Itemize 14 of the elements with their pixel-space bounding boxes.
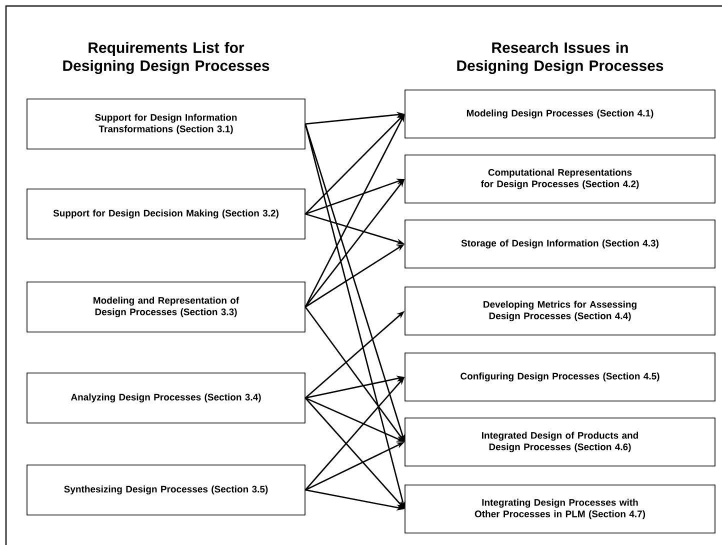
process-box: Computational Representations for Design Processes (Section 4.2) (404, 154, 716, 204)
process-box: Support for Design Decision Making (Section 3.2) (26, 188, 306, 240)
column-heading: Requirements List for Designing Design Processes (63, 42, 270, 74)
process-box: Modeling and Representation of Design Processes (Section 3.3) (26, 282, 306, 332)
process-box: Integrated Design of Products and Design Processes (Section 4.6) (404, 418, 716, 466)
process-box: Integrating Design Processes with Other Processes in PLM (Section 4.7) (404, 484, 716, 534)
process-box: Support for Design Information Transformations (Section 3.1) (26, 98, 306, 150)
process-box: Synthesizing Design Processes (Section 3.5) (26, 464, 306, 516)
process-box: Configuring Design Processes (Section 4.5) (404, 352, 716, 402)
column-heading: Research Issues in Designing Design Processes (457, 42, 664, 74)
process-box: Modeling Design Processes (Section 4.1) (404, 90, 716, 138)
process-box: Analyzing Design Processes (Section 3.4) (26, 372, 306, 424)
process-box: Storage of Design Information (Section 4.3) (404, 220, 716, 268)
process-box: Developing Metrics for Assessing Design Processes (Section 4.4) (404, 286, 716, 336)
